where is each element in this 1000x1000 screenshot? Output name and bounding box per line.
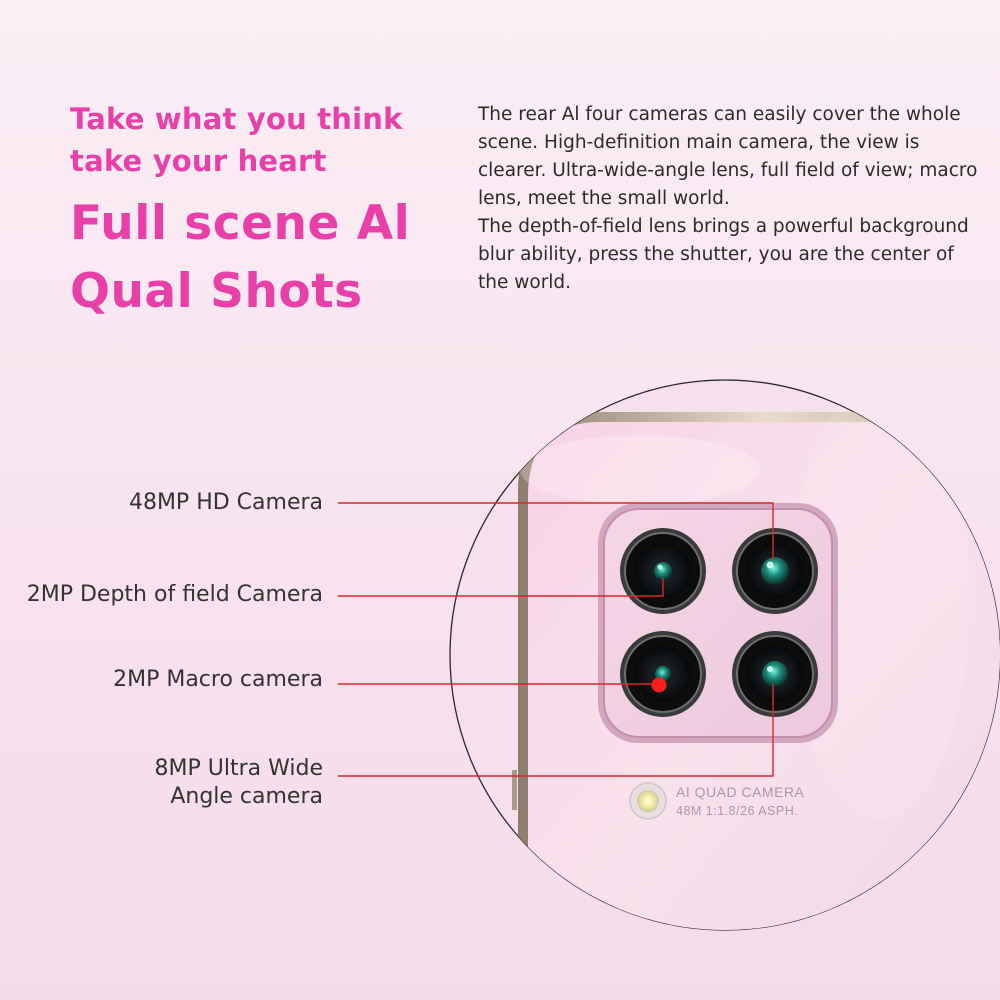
headline: Take what you think take your heart Full… <box>70 98 410 318</box>
callout-ultra-wide-line-1: 8MP Ultra Wide <box>154 756 323 781</box>
callout-ultra-wide-line-2: Angle camera <box>170 784 323 809</box>
phone-print-line-1: AI QUAD CAMERA <box>676 784 805 800</box>
macro-marker-dot <box>651 677 667 693</box>
feature-description: The rear Al four cameras can easily cove… <box>478 101 988 297</box>
ultra-wide-camera-lens <box>732 631 818 717</box>
description-paragraph-1: The rear Al four cameras can easily cove… <box>478 104 978 209</box>
callout-macro-camera: 2MP Macro camera <box>113 667 323 692</box>
flash-led <box>637 790 659 812</box>
hd-camera-lens <box>732 528 818 614</box>
callout-line-depth <box>338 578 664 597</box>
headline-title-1: Full scene Al <box>70 196 411 251</box>
callout-ultra-wide-camera: 8MP Ultra Wide Angle camera <box>155 755 323 811</box>
headline-title-2: Qual Shots <box>70 264 363 319</box>
callout-line-wide <box>338 684 774 777</box>
macro-camera-lens <box>620 631 706 717</box>
callout-depth-camera: 2MP Depth of field Camera <box>26 582 323 607</box>
description-paragraph-2: The depth-of-field lens brings a powerfu… <box>478 216 969 293</box>
callout-hd-camera: 48MP HD Camera <box>128 490 323 515</box>
phone-print-line-2: 48M 1:1.8/26 ASPH. <box>676 804 798 818</box>
callout-line-hd <box>338 502 774 560</box>
headline-line-2: take your heart <box>70 144 327 178</box>
depth-camera-lens <box>620 528 706 614</box>
headline-line-1: Take what you think <box>70 102 403 136</box>
